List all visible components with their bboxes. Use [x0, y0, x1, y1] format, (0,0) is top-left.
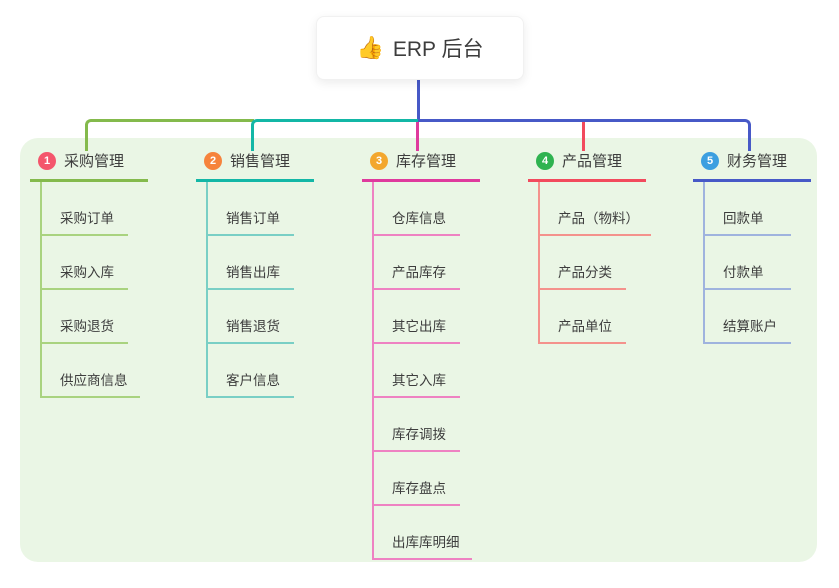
branch-number-badge: 5: [701, 151, 719, 170]
child-node[interactable]: 库存盘点: [374, 452, 460, 506]
branch-title: 采购管理: [64, 153, 125, 170]
branch-inventory-header[interactable]: 3 库存管理: [362, 148, 480, 182]
branch-purchase-header[interactable]: 1 采购管理: [30, 148, 148, 182]
branch-title: 财务管理: [727, 153, 788, 170]
branch-finance-header[interactable]: 5 财务管理: [693, 148, 811, 182]
branch-purchase: 1 采购管理采购订单采购入库采购退货供应商信息: [30, 148, 148, 398]
branch-number-badge: 3: [370, 151, 388, 170]
child-node[interactable]: 产品单位: [540, 290, 626, 344]
child-node[interactable]: 库存调拨: [374, 398, 460, 452]
child-node[interactable]: 仓库信息: [374, 182, 460, 236]
branch3-drop-line: [416, 119, 419, 151]
child-node[interactable]: 结算账户: [705, 290, 791, 344]
child-node[interactable]: 产品分类: [540, 236, 626, 290]
child-node[interactable]: 回款单: [705, 182, 791, 236]
child-node[interactable]: 采购退货: [42, 290, 128, 344]
branch-sales-children: 销售订单销售出库销售退货客户信息: [206, 182, 314, 398]
branch-purchase-children: 采购订单采购入库采购退货供应商信息: [40, 182, 148, 398]
branches-panel: [20, 138, 817, 562]
child-node[interactable]: 销售退货: [208, 290, 294, 344]
branch5-connector-line: [418, 119, 751, 151]
branch-number-badge: 1: [38, 151, 56, 170]
child-node[interactable]: 出库库明细: [374, 506, 472, 560]
branch-product-children: 产品（物料）产品分类产品单位: [538, 182, 651, 344]
branch-number-badge: 2: [204, 151, 222, 170]
branch-product: 4 产品管理产品（物料）产品分类产品单位: [528, 148, 651, 344]
branch-sales: 2 销售管理销售订单销售出库销售退货客户信息: [196, 148, 314, 398]
branch-title: 产品管理: [562, 153, 623, 170]
child-node[interactable]: 其它入库: [374, 344, 460, 398]
branch2-connector-line: [251, 119, 421, 151]
child-node[interactable]: 客户信息: [208, 344, 294, 398]
child-node[interactable]: 供应商信息: [42, 344, 140, 398]
child-node[interactable]: 付款单: [705, 236, 791, 290]
root-connector-line: [417, 80, 420, 122]
branch-title: 销售管理: [230, 153, 291, 170]
root-node[interactable]: 👍 ERP 后台: [316, 16, 524, 80]
branch-sales-header[interactable]: 2 销售管理: [196, 148, 314, 182]
child-node[interactable]: 采购入库: [42, 236, 128, 290]
branch-finance: 5 财务管理回款单付款单结算账户: [693, 148, 811, 344]
child-node[interactable]: 产品（物料）: [540, 182, 651, 236]
branch-finance-children: 回款单付款单结算账户: [703, 182, 811, 344]
child-node[interactable]: 产品库存: [374, 236, 460, 290]
child-node[interactable]: 销售订单: [208, 182, 294, 236]
child-node[interactable]: 其它出库: [374, 290, 460, 344]
branch-number-badge: 4: [536, 151, 554, 170]
branch-inventory: 3 库存管理仓库信息产品库存其它出库其它入库库存调拨库存盘点出库库明细: [362, 148, 480, 560]
branch4-drop-line: [582, 119, 585, 151]
thumbs-up-icon: 👍: [356, 35, 384, 60]
branch1-connector-line: [85, 119, 254, 151]
child-node[interactable]: 销售出库: [208, 236, 294, 290]
root-node-label: ERP 后台: [392, 38, 484, 61]
branch-title: 库存管理: [396, 153, 457, 170]
branch-inventory-children: 仓库信息产品库存其它出库其它入库库存调拨库存盘点出库库明细: [372, 182, 480, 560]
child-node[interactable]: 采购订单: [42, 182, 128, 236]
branch-product-header[interactable]: 4 产品管理: [528, 148, 646, 182]
